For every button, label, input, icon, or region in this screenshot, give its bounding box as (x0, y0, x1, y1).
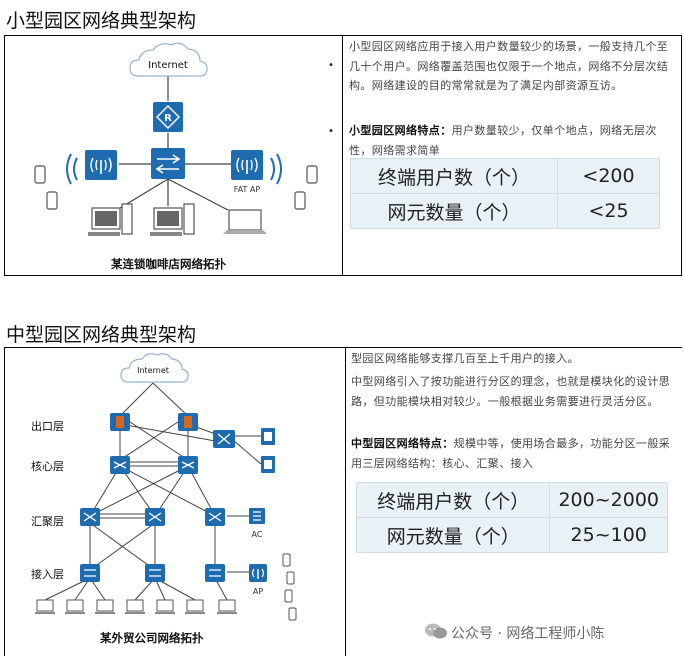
table-cell-label: 终端用户数（个） (355, 482, 551, 518)
small-stats-table: 终端用户数（个） <200 网元数量（个） <25 (350, 158, 660, 229)
medium-features-title: 中型园区网络特点： (351, 437, 454, 450)
medium-stats-table: 终端用户数（个） 200~2000 网元数量（个） 25~100 (355, 482, 668, 553)
fat-ap-icon (231, 150, 263, 180)
switch-icon (151, 148, 185, 179)
ac-label: AC (252, 530, 263, 539)
bullet-dot: • (328, 126, 334, 137)
small-features-text: 用户数量较少，仅单个地点，网络无层次性，网络需求简单 (349, 124, 657, 157)
desktop-pc-icon (150, 203, 195, 236)
medium-features: 中型园区网络特点：规模中等，使用场合最多，功能分区一般采用三层网络结构：核心、汇… (351, 434, 677, 473)
layer-label-core: 核心层 (31, 460, 64, 473)
medium-heading: 中型园区网络典型架构 (6, 324, 197, 346)
internet-cloud-icon (120, 353, 189, 383)
bypass-switch-icon (213, 430, 235, 448)
bullet-dot: • (328, 60, 334, 71)
access-point-icon (249, 564, 267, 582)
fat-ap-label: FAT AP (234, 185, 261, 194)
table-cell-label: 终端用户数（个） (350, 158, 558, 194)
ap-label: AP (253, 587, 263, 596)
access-switch-icon (205, 564, 225, 582)
table-cell-value: 200~2000 (549, 482, 668, 518)
access-switch-icon (145, 564, 165, 582)
aggregation-switch-icon (145, 508, 165, 526)
small-description: 小型园区网络应用于接入用户数量较少的场景，一般支持几个至几十个用户。网络覆盖范围… (349, 40, 669, 92)
firewall-icon (178, 413, 198, 431)
table-row: 终端用户数（个） 200~2000 (355, 482, 668, 518)
medium-intro: 型园区网络能够支撑几百至上千用户的接入。 (351, 352, 579, 365)
small-features-title: 小型园区网络特点： (349, 124, 452, 137)
access-point-icon (85, 150, 117, 180)
small-features: 小型园区网络特点：用户数量较少，仅单个地点，网络无层次性，网络需求简单 (349, 121, 673, 160)
table-cell-value: <25 (557, 193, 660, 229)
svg-text:R: R (164, 113, 172, 124)
router-icon: R (153, 102, 183, 132)
internet-cloud-icon (129, 42, 208, 77)
table-row: 终端用户数（个） <200 (350, 158, 660, 194)
watermark-text: 公众号 · 网络工程师小陈 (451, 626, 605, 642)
core-switch-icon (178, 456, 198, 474)
aggregation-switch-icon (205, 508, 225, 526)
small-frame (4, 35, 682, 276)
table-cell-value: <200 (557, 158, 660, 194)
medium-topology-diagram: Internet (35, 353, 297, 621)
access-controller-icon (249, 508, 265, 524)
core-switch-icon (110, 456, 130, 474)
firewall-icon (110, 413, 130, 431)
wifi-waves-icon (270, 153, 282, 185)
terminal-pc-icon (36, 599, 236, 612)
wifi-waves-icon (66, 153, 78, 185)
table-row: 网元数量（个） <25 (350, 193, 660, 229)
table-cell-label: 网元数量（个） (350, 193, 558, 229)
wechat-icon (425, 623, 447, 639)
small-topology-diagram: Internet R FAT AP (34, 42, 318, 236)
medium-internet-label: Internet (137, 366, 169, 375)
medium-divider (345, 347, 346, 656)
medium-frame (4, 347, 682, 656)
layer-label-aggregation: 汇聚层 (31, 515, 64, 528)
small-internet-label: Internet (148, 60, 188, 71)
small-divider (342, 35, 343, 276)
layer-label-egress: 出口层 (31, 420, 64, 433)
layer-label-access: 接入层 (31, 568, 64, 581)
laptop-icon (223, 209, 267, 234)
small-heading: 小型园区网络典型架构 (6, 10, 197, 32)
medium-caption: 某外贸公司网络拓扑 (100, 631, 204, 645)
table-row: 网元数量（个） 25~100 (355, 517, 668, 553)
phone-icon (282, 553, 297, 621)
terminal-base-icon (35, 612, 237, 614)
small-caption: 某连锁咖啡店网络拓扑 (111, 257, 226, 271)
medium-description: 中型网络引入了按功能进行分区的理念，也就是模块化的设计思路，但功能模块相对较少。… (351, 375, 671, 408)
table-cell-label: 网元数量（个） (355, 517, 551, 553)
desktop-pc-icon (88, 203, 133, 236)
access-switch-icon (80, 564, 100, 582)
phone-icon (34, 165, 58, 210)
server-icon (261, 428, 275, 445)
server-icon (261, 456, 275, 473)
phone-icon (294, 165, 318, 210)
medium-features-text: 规模中等，使用场合最多，功能分区一般采用三层网络结构：核心、汇聚、接入 (351, 437, 671, 470)
table-cell-value: 25~100 (549, 517, 668, 553)
aggregation-switch-icon (80, 508, 100, 526)
